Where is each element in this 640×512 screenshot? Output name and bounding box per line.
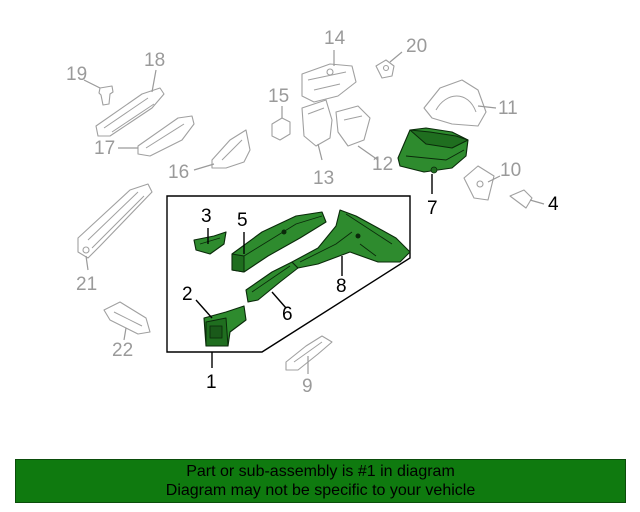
part-15-clip[interactable] [271, 117, 291, 141]
callout-10: 10 [500, 160, 521, 181]
part-14-mount[interactable] [301, 63, 357, 103]
callout-6: 6 [282, 304, 293, 325]
part-8-floor-rail[interactable] [291, 209, 411, 269]
part-19-grommet[interactable] [98, 85, 114, 106]
part-13-panel[interactable] [301, 99, 333, 147]
callout-18: 18 [144, 50, 165, 71]
part-20-bracket[interactable] [375, 59, 395, 79]
callout-5: 5 [237, 210, 248, 231]
part-2-block[interactable] [203, 305, 247, 347]
assembly-1-outline [166, 195, 411, 353]
part-5-rail[interactable] [231, 211, 327, 273]
callout-14: 14 [324, 28, 346, 49]
part-22-bracket[interactable] [103, 301, 151, 335]
callout-20: 20 [406, 36, 427, 57]
part-info-banner: Part or sub-assembly is #1 in diagram Di… [15, 459, 626, 503]
part-4-clip[interactable] [509, 189, 533, 209]
callout-8: 8 [336, 276, 347, 297]
part-17-rail[interactable] [137, 115, 195, 157]
callout-15: 15 [268, 86, 289, 107]
callout-19: 19 [66, 64, 87, 85]
callout-22: 22 [112, 340, 133, 361]
part-6-rail[interactable] [245, 261, 299, 303]
part-3-bracket[interactable] [193, 231, 227, 255]
banner-line-1: Part or sub-assembly is #1 in diagram [186, 463, 455, 480]
callout-21: 21 [76, 274, 97, 295]
callout-7: 7 [427, 198, 438, 219]
part-21-rail[interactable] [77, 183, 153, 259]
callout-9: 9 [302, 376, 313, 397]
part-18-rail[interactable] [95, 87, 165, 137]
part-9-bracket[interactable] [285, 335, 333, 371]
callout-2: 2 [182, 284, 193, 305]
callout-4: 4 [548, 194, 559, 215]
part-10-plate[interactable] [463, 165, 495, 201]
callout-13: 13 [313, 168, 334, 189]
part-7-wheelhouse-panel[interactable] [397, 127, 469, 174]
callout-1: 1 [206, 372, 217, 393]
part-12-panel-gray[interactable] [335, 105, 371, 147]
callout-11: 11 [498, 98, 518, 119]
part-11-wheelhouse[interactable] [423, 79, 487, 127]
part-16-bracket[interactable] [211, 129, 251, 169]
callout-17: 17 [94, 138, 115, 159]
callout-3: 3 [201, 206, 212, 227]
banner-line-2: Diagram may not be specific to your vehi… [165, 482, 476, 499]
callout-16: 16 [168, 162, 189, 183]
callout-12: 12 [372, 154, 393, 175]
